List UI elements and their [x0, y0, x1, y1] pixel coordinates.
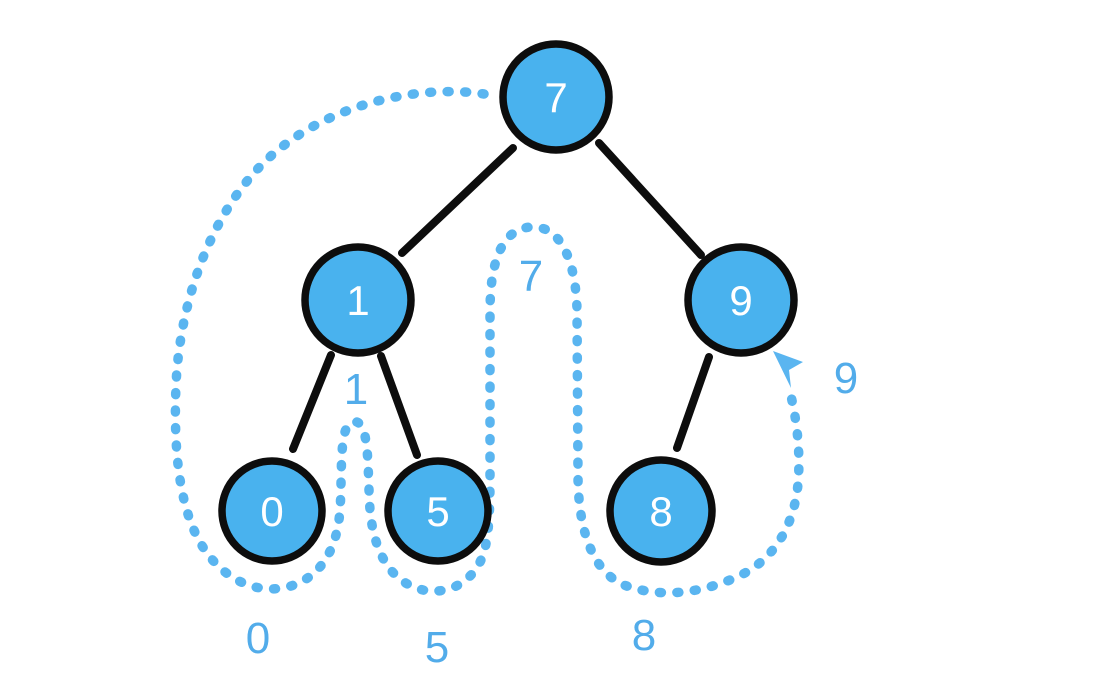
- tree-node-0: [218, 457, 326, 565]
- traversal-order-label: 8: [632, 611, 656, 660]
- node-value: 7: [544, 74, 567, 121]
- tree-node-8: [606, 456, 716, 566]
- node-value: 9: [729, 277, 752, 324]
- edge-1-0: [289, 351, 335, 453]
- node-values: 7 1 9 0 5 8: [260, 74, 752, 535]
- edge-1-5: [377, 352, 421, 459]
- traversal-path: [170, 86, 804, 598]
- tree-edges: [289, 139, 713, 459]
- node-value: 5: [426, 488, 449, 535]
- traversal-arrowhead-icon: [773, 351, 803, 388]
- traversal-order-label: 7: [519, 252, 543, 301]
- edge-9-8: [673, 353, 713, 452]
- traversal-order-labels: 0 1 5 7 8 9: [246, 252, 858, 672]
- tree-node-1: [301, 243, 415, 357]
- tree-node-9: [684, 243, 798, 357]
- edge-7-9: [595, 139, 705, 259]
- traversal-order-label: 1: [344, 365, 368, 414]
- edge-7-1: [398, 144, 517, 257]
- traversal-order-label: 9: [834, 354, 858, 403]
- tree-node-7: [499, 40, 613, 154]
- node-value: 8: [649, 488, 672, 535]
- traversal-order-label: 0: [246, 614, 270, 663]
- node-value: 1: [346, 277, 369, 324]
- tree-node-5: [384, 457, 492, 565]
- traversal-order-label: 5: [425, 623, 449, 672]
- tree-nodes: [218, 40, 798, 566]
- node-value: 0: [260, 488, 283, 535]
